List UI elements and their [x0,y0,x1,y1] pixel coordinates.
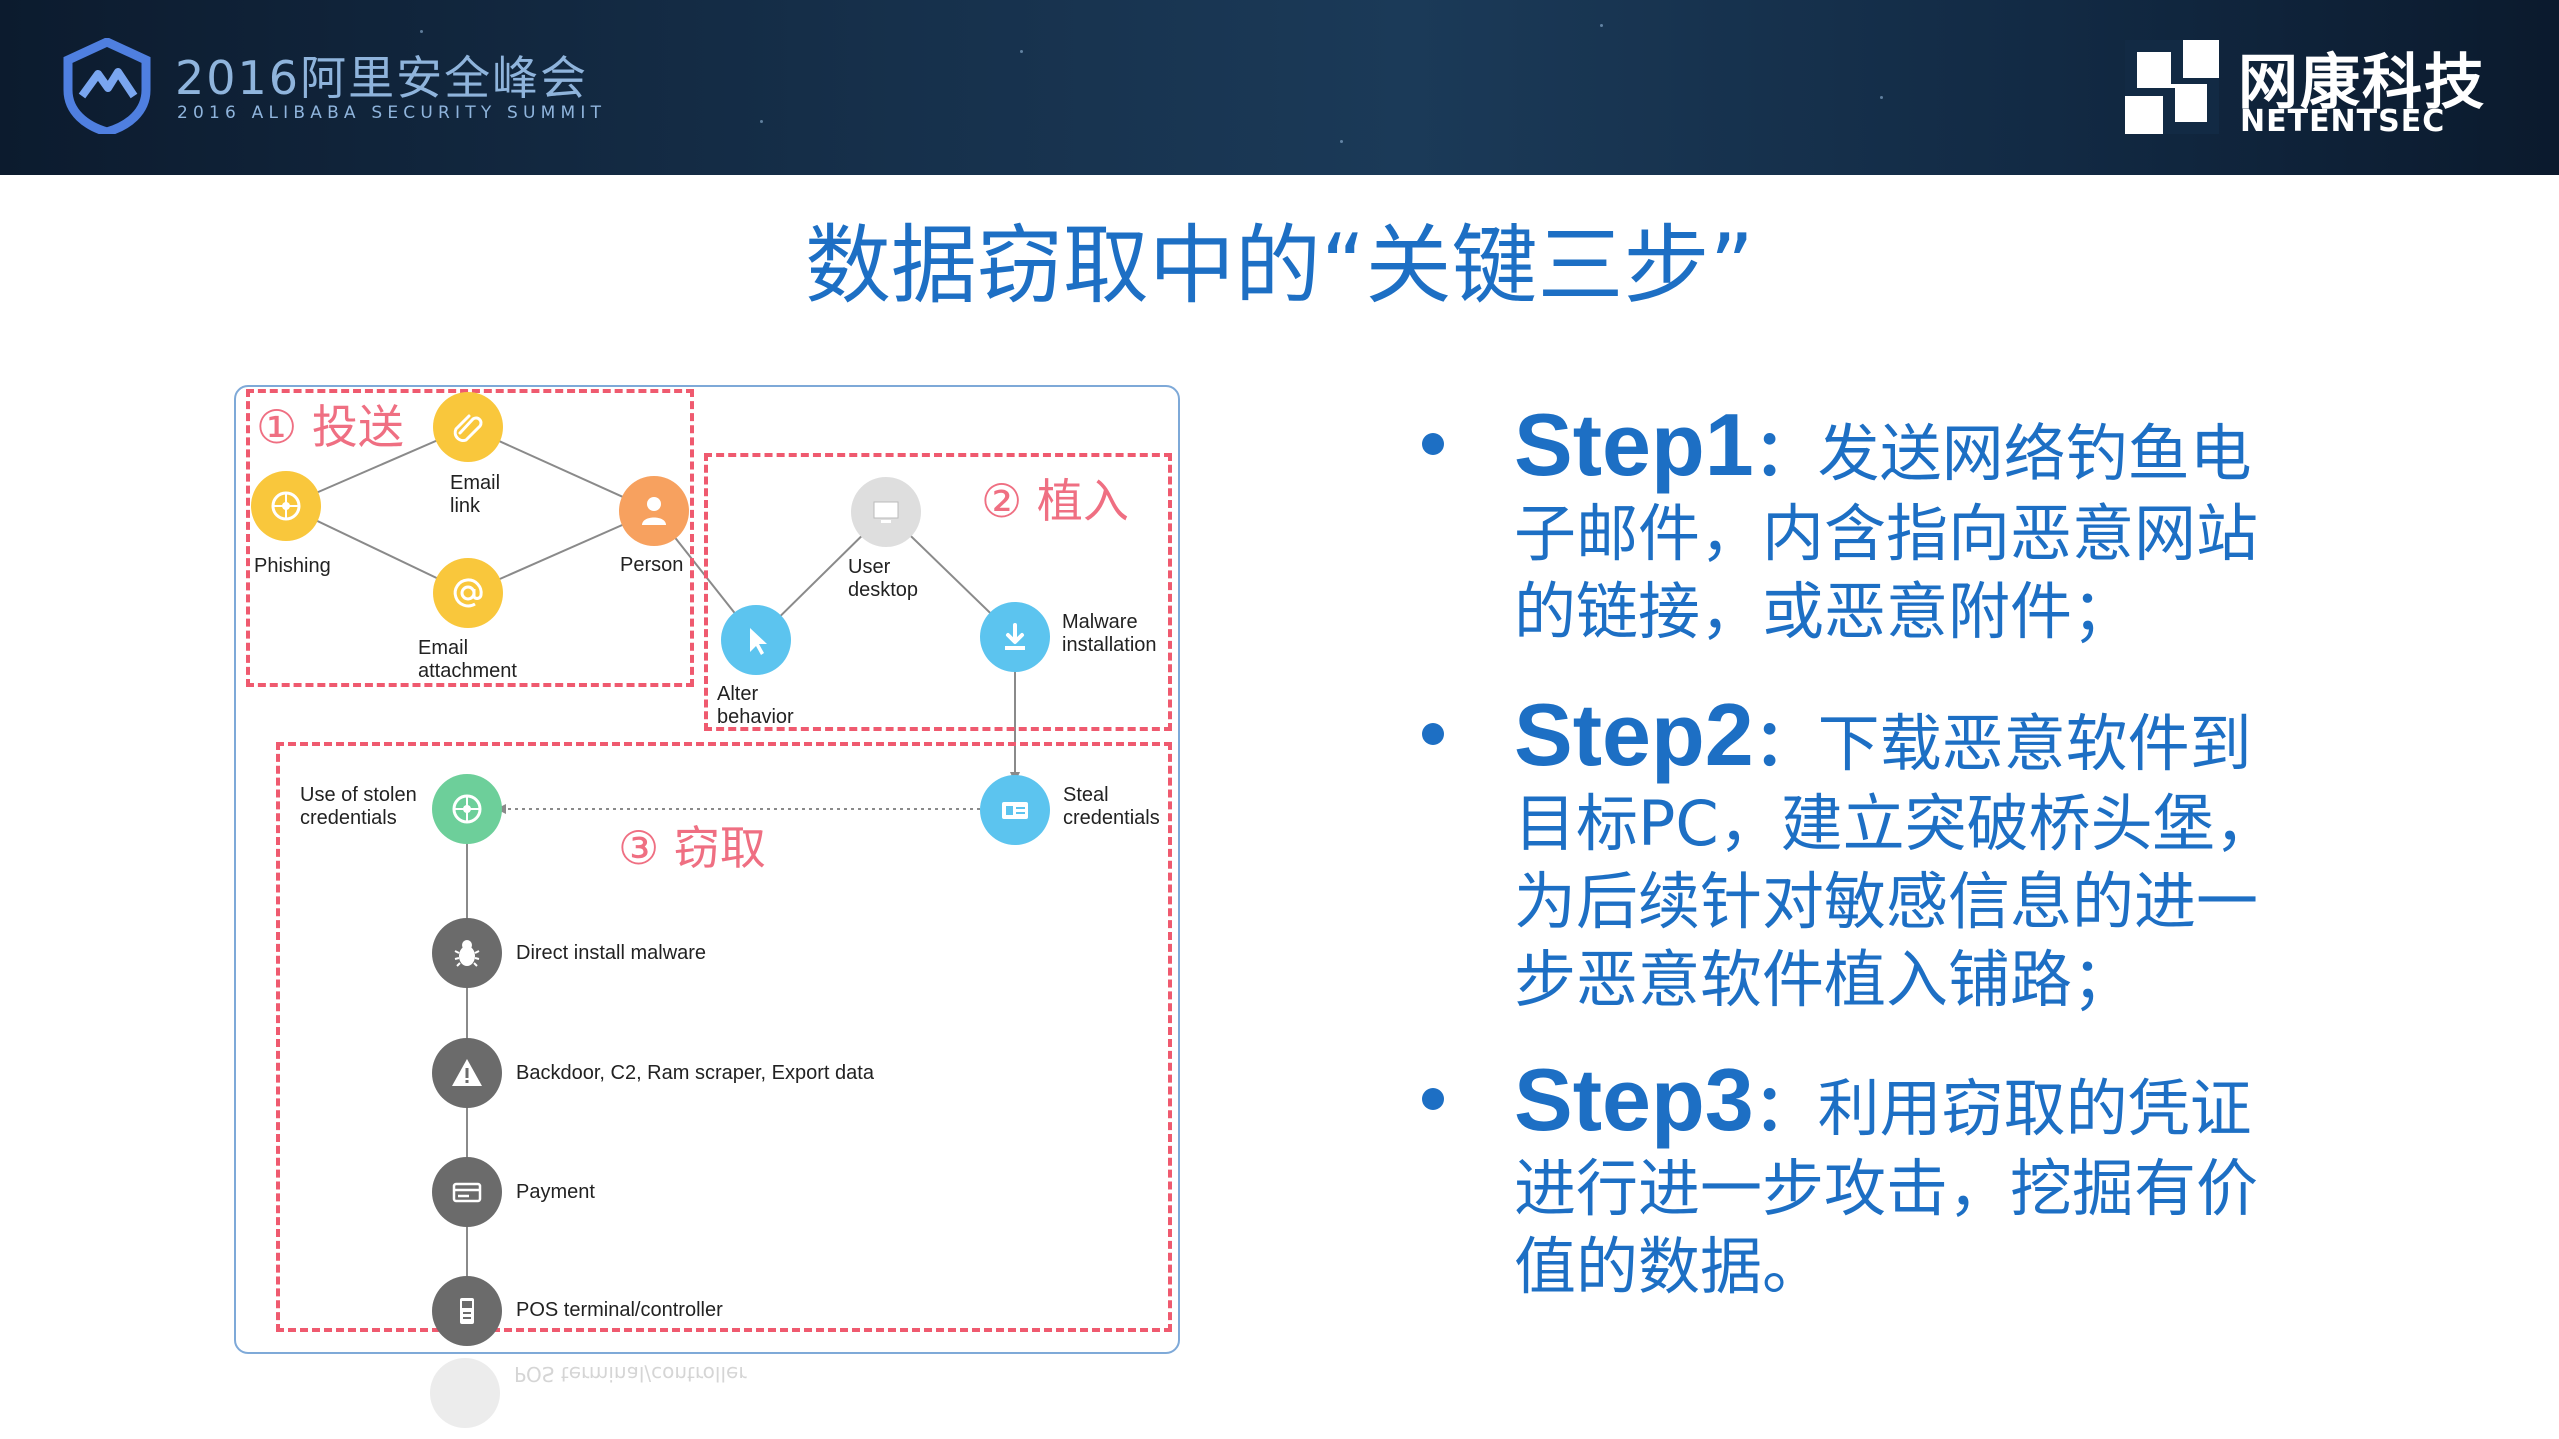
zone-exfiltration [276,742,1172,1332]
company-name-en: NETENTSEC [2240,104,2446,139]
step1-text-line1: 发送网络钓鱼电 [1817,417,2252,490]
zone-label-delivery: ① 投送 [256,400,404,454]
summit-shield-logo [63,38,151,134]
alter-behavior-label-2: behavior [717,706,794,728]
zone-delivery [246,389,694,687]
email-attachment-label-1: Email [418,637,469,659]
slide-title: 数据窃取中的“关键三步” [804,216,1755,316]
header-band: 2016阿里安全峰会 2016 ALIBABA SECURITY SUMMIT … [0,0,2559,175]
bullet-dot [1422,723,1444,745]
warning-icon [452,1059,482,1086]
paperclip-icon [453,414,483,442]
use-credentials-label-2: credentials [300,807,397,829]
email-attachment-node [433,558,503,628]
star-dot [1880,96,1883,99]
compass-icon [452,794,482,824]
bug-icon [454,940,480,967]
step1-text-line2: 子邮件，内含指向恶意网站 [1514,497,2259,570]
attack-flow-diagram: ① 投送 ② 植入 ③ 窃取 Phishing Email link Email… [234,385,1180,1354]
zone-implant [704,453,1172,731]
step1-bullet: Step1：发送网络钓鱼电 子邮件，内含指向恶意网站 的链接，或恶意附件； [1410,395,2550,685]
step2-text-line1: 下载恶意软件到 [1817,707,2252,780]
pos-node [432,1276,502,1346]
monitor-icon [873,501,899,523]
company-name-cn: 网康科技 [2238,48,2486,118]
summit-title: 2016阿里安全峰会 [175,51,589,105]
person-icon [642,497,666,525]
backdoor-node [432,1038,502,1108]
card-icon [452,1182,482,1203]
email-link-node [433,392,503,462]
star-dot [420,30,423,33]
alter-behavior-label-1: Alter [717,683,759,705]
step3-text-line3: 值的数据。 [1514,1230,1825,1303]
diagram-reflection: POS terminal/controller [234,1352,1180,1439]
email-attachment-label-2: attachment [418,660,517,682]
steal-credentials-node [980,775,1050,845]
netentsec-logo-mark [2125,40,2219,134]
step3-bullet: Step3：利用窃取的凭证 进行进一步攻击，挖掘有价 值的数据。 [1410,1050,2550,1340]
pos-label: POS terminal/controller [516,1299,723,1321]
star-dot [1340,140,1343,143]
phishing-label: Phishing [254,555,331,577]
use-credentials-node [432,774,502,844]
step2-text-line3: 为后续针对敏感信息的进一 [1514,865,2259,938]
steps-list: Step1：发送网络钓鱼电 子邮件，内含指向恶意网站 的链接，或恶意附件； St… [1410,395,2550,1340]
zone-label-exfiltration: ③ 窃取 [618,821,766,875]
direct-install-label: Direct install malware [516,942,707,964]
backdoor-label: Backdoor, C2, Ram scraper, Export data [516,1062,874,1084]
person-node [619,476,689,546]
compass-icon [271,491,301,521]
star-dot [1600,24,1603,27]
person-label: Person [620,554,684,576]
payment-node [432,1157,502,1227]
step2-text-line4: 步恶意软件植入铺路； [1514,943,2135,1016]
step3-text-line2: 进行进一步攻击，挖掘有价 [1514,1152,2259,1225]
bullet-dot [1422,1088,1444,1110]
step1-colon: ： [1753,417,1818,491]
email-link-label-2: link [450,495,481,517]
steal-credentials-label-2: credentials [1063,807,1160,829]
star-dot [760,120,763,123]
email-link-label-1: Email [450,472,501,494]
step1-text-line3: 的链接，或恶意附件； [1514,575,2135,648]
step3-colon: ： [1753,1072,1818,1146]
user-desktop-label-1: User [848,556,891,578]
step2-bullet: Step2：下载恶意软件到 目标PC，建立突破桥头堡， 为后续针对敏感信息的进一… [1410,685,2550,1050]
phishing-node [251,471,321,541]
cursor-icon [750,628,767,655]
user-desktop-node [851,477,921,547]
malware-installation-label-1: Malware [1062,611,1138,633]
step3-text-line1: 利用窃取的凭证 [1817,1072,2252,1145]
step1-title: Step1 [1514,395,1754,494]
alter-behavior-node [721,605,791,675]
payment-label: Payment [516,1181,595,1203]
step2-title: Step2 [1514,685,1754,784]
reflection-text: POS terminal/controller [514,1362,747,1386]
direct-install-node [432,918,502,988]
malware-installation-label-2: installation [1062,634,1157,656]
step2-colon: ： [1753,707,1818,781]
star-dot [1020,50,1023,53]
step2-text-line2: 目标PC，建立突破桥头堡， [1514,787,2277,860]
use-credentials-label-1: Use of stolen [300,784,417,806]
step3-title: Step3 [1514,1050,1754,1149]
malware-installation-node [980,602,1050,672]
reflection-node [430,1358,500,1428]
id-card-icon [1002,802,1028,819]
zone-label-implant: ② 植入 [981,474,1129,528]
bullet-dot [1422,433,1444,455]
download-icon [1005,623,1025,650]
summit-subtitle: 2016 ALIBABA SECURITY SUMMIT [177,103,607,123]
user-desktop-label-2: desktop [848,579,919,601]
at-sign-icon [453,578,483,608]
steal-credentials-label-1: Steal [1063,784,1109,806]
pos-device-icon [460,1298,474,1324]
